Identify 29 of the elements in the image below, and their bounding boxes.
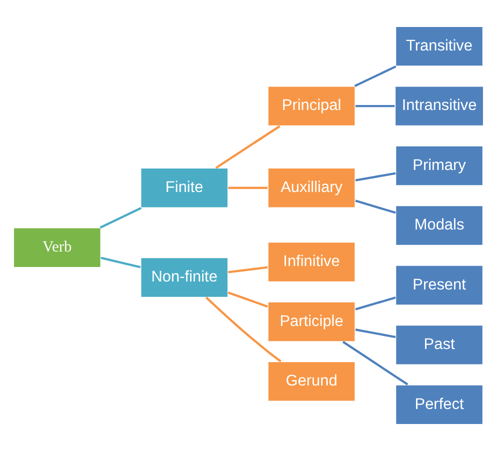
connector [228,186,268,188]
connector [204,296,281,362]
node-box: Past [394,324,484,365]
node-box: Participle [266,300,356,342]
node-box: Auxilliary [266,166,356,208]
connector [354,328,396,338]
node-box: Non-finite [140,256,228,298]
node-box: Modals [394,204,484,246]
connector [227,291,268,308]
node-box: Infinitive [266,241,356,282]
connector [354,296,396,310]
node-box: Verb [12,226,101,268]
connector [214,124,280,168]
node-box: Intransitive [394,85,484,126]
node-box: Principal [266,85,356,126]
node-box: Gerund [266,360,356,402]
connector [354,172,396,181]
connector [354,64,396,86]
node-box: Transitive [394,25,484,66]
node-box: Present [394,264,484,306]
connector [354,199,396,214]
connector [100,256,140,268]
node-box: Primary [394,144,484,186]
connector [355,104,394,107]
connector [99,206,142,228]
connector [227,266,268,273]
connector [342,340,408,385]
node-box: Perfect [394,384,484,425]
node-box: Finite [140,166,228,208]
